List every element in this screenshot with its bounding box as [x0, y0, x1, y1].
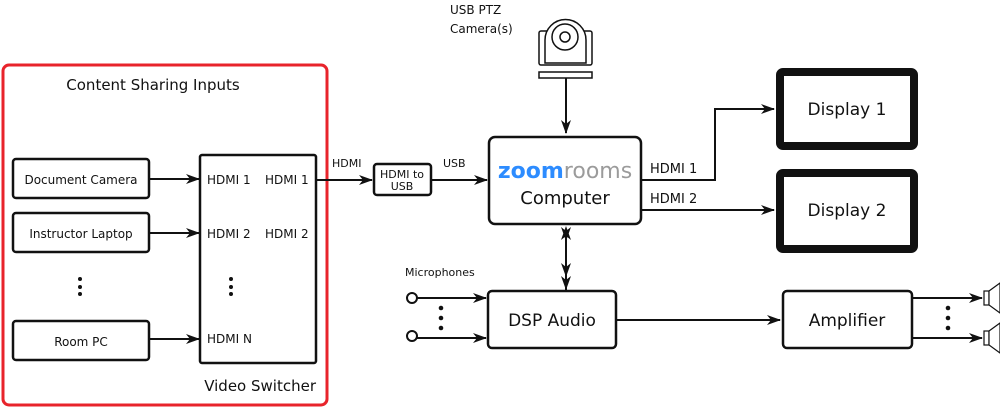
arrowhead — [561, 276, 571, 290]
arrow — [641, 104, 775, 181]
converter-label: HDMI to — [380, 168, 424, 181]
microphones-label: Microphones — [405, 266, 475, 279]
switcher-label: Video Switcher — [204, 377, 317, 395]
switcher-out-2: HDMI 2 — [265, 227, 309, 241]
dsp-label: DSP Audio — [508, 311, 596, 331]
input-label: Instructor Laptop — [29, 227, 132, 241]
ellipsis-icon — [945, 305, 951, 331]
input-label: Room PC — [54, 335, 108, 349]
switcher-out-1: HDMI 1 — [265, 173, 309, 187]
switcher-in-1: HDMI 1 — [207, 173, 251, 187]
display-label: Display 1 — [808, 100, 887, 120]
link-usb: USB — [443, 157, 466, 170]
camera-label: USB PTZ — [450, 3, 501, 17]
ellipsis-icon — [229, 277, 233, 296]
amplifier — [781, 289, 914, 350]
amplifier-label: Amplifier — [809, 311, 886, 331]
display-2 — [776, 169, 918, 253]
video-switcher — [198, 153, 318, 365]
speaker-icon — [983, 322, 1000, 354]
display-label: Display 2 — [808, 201, 887, 221]
ptz-camera-icon — [538, 18, 593, 79]
ellipsis-icon — [438, 305, 444, 331]
input-label: Document Camera — [24, 173, 137, 187]
switcher-in-n: HDMI N — [207, 332, 252, 346]
display-1 — [776, 68, 918, 150]
zoom-rooms-logo: zoomrooms — [498, 159, 632, 184]
microphone-icon — [406, 330, 418, 342]
arrowhead — [561, 226, 571, 240]
content-sharing-group — [1, 63, 329, 407]
link-hdmi: HDMI — [332, 157, 361, 170]
input-room-pc — [11, 319, 151, 362]
camera-label: Camera(s) — [450, 22, 513, 36]
logo-rooms: rooms — [564, 159, 632, 184]
link-out-1: HDMI 1 — [650, 162, 697, 177]
computer-label: Computer — [520, 188, 610, 209]
speaker-icon — [983, 282, 1000, 314]
logo-zoom: zoom — [498, 159, 564, 184]
switcher-in-2: HDMI 2 — [207, 227, 251, 241]
group-title: Content Sharing Inputs — [66, 76, 240, 94]
converter-label: USB — [391, 180, 414, 193]
microphone-icon — [406, 292, 418, 304]
link-out-2: HDMI 2 — [650, 192, 697, 207]
ellipsis-icon — [78, 277, 82, 296]
